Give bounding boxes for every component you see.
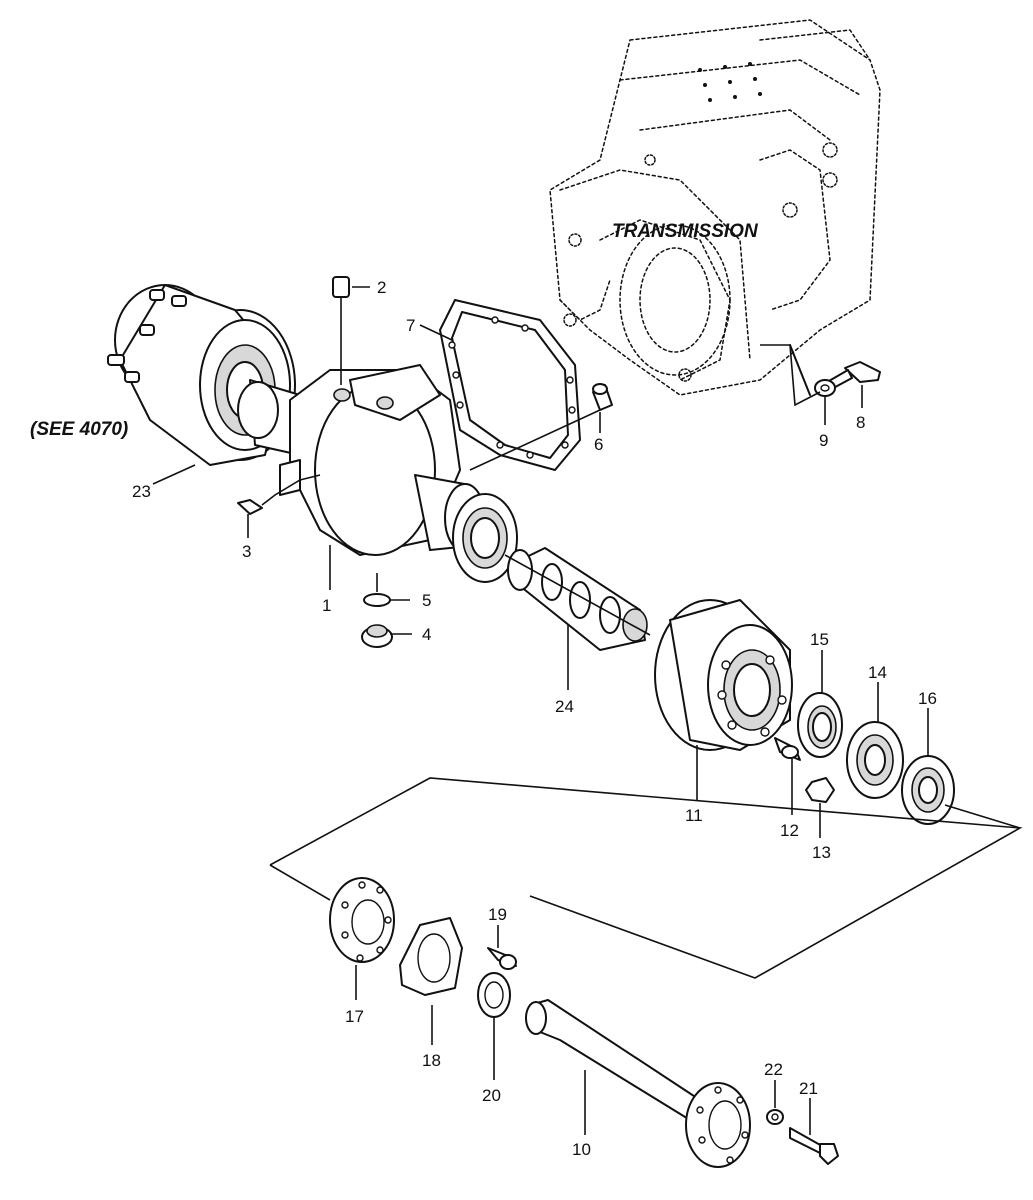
nut-part-13 [805,777,835,803]
callout-23: 23 [132,482,151,501]
plate-part-17 [329,877,395,963]
callout-11: 11 [685,806,703,825]
gasket-part-7 [439,299,581,471]
callout-6: 6 [594,435,603,454]
axle-housing [237,364,518,583]
callout-10: 10 [572,1140,591,1159]
callout-17: 17 [345,1007,364,1026]
callout-4: 4 [422,625,431,644]
callout-7: 7 [406,316,415,335]
plug-part-2 [332,276,350,385]
callout-18: 18 [422,1051,441,1070]
bearing-part-16 [901,755,955,825]
dowel-part-6 [592,383,613,411]
callout-15: 15 [810,630,829,649]
bolt-part-19 [487,947,517,970]
axle-shaft-part-10 [525,999,751,1168]
washer-part-20 [477,972,511,1018]
bearing-part-14 [846,721,904,799]
stud-part-12 [774,737,801,761]
see-reference-label: (SEE 4070) [30,419,128,440]
lock-plate-part-18 [399,917,463,996]
callout-21: 21 [799,1079,818,1098]
callout-24: 24 [555,697,574,716]
washer-part-22 [766,1109,784,1125]
transmission-housing [549,19,881,396]
callout-13: 13 [812,843,831,862]
callout-8: 8 [856,413,865,432]
callout-9: 9 [819,431,828,450]
callout-3: 3 [242,542,251,561]
seal-part-15 [797,692,843,758]
callout-1: 1 [322,596,331,615]
callout-5: 5 [422,591,431,610]
pinion-shaft-part-24 [507,547,648,651]
bolt-part-3 [237,499,263,515]
bolt-part-21 [789,1127,839,1165]
drain-plug-part-4 [361,624,393,648]
hub-part-11 [654,599,793,751]
callout-12: 12 [780,821,799,840]
o-ring-part-5 [363,573,391,607]
callout-22: 22 [764,1060,783,1079]
callout-leaders [152,286,929,1135]
transmission-label: TRANSMISSION [612,221,759,242]
callout-14: 14 [868,663,887,682]
callout-20: 20 [482,1086,501,1105]
callout-19: 19 [488,905,507,924]
callout-2: 2 [377,278,386,297]
callout-16: 16 [918,689,937,708]
